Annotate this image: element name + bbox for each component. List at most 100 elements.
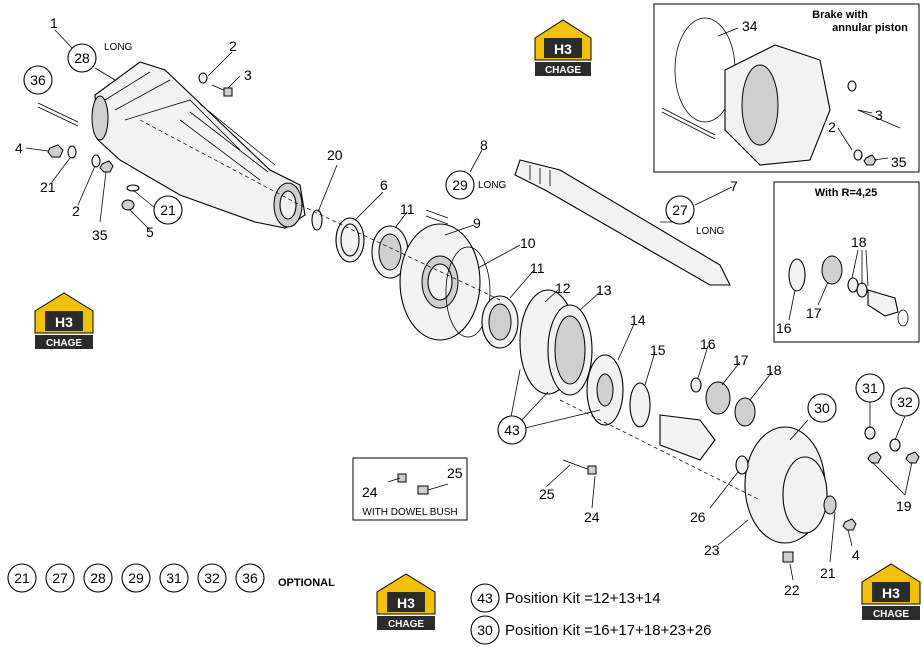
callout-21-left: 21	[40, 179, 56, 195]
leader-lines	[25, 29, 913, 581]
kit-text-1: Position Kit =16+17+18+23+26	[505, 622, 711, 639]
callout-21-right: 21	[820, 565, 836, 581]
inset-r425: With R=4,25	[773, 181, 920, 343]
callout-22: 22	[784, 582, 800, 598]
bolts-25	[562, 459, 597, 475]
kit-text-0: Position Kit =12+13+14	[505, 590, 661, 607]
callout-17-inset: 17	[806, 305, 822, 321]
washer-2-left	[91, 154, 101, 168]
wheel-hub-9	[399, 223, 481, 341]
stud-29	[425, 209, 449, 225]
callout-4-left: 4	[15, 140, 23, 156]
callout-32: 32	[897, 394, 913, 410]
callout-28: 28	[74, 50, 90, 66]
inset-brake: Brake with annular piston	[653, 3, 920, 173]
axle-shaft-7	[514, 159, 731, 286]
kit-ref-1: 30	[477, 622, 493, 638]
bolt-36	[37, 102, 79, 127]
callout-10: 10	[520, 235, 536, 251]
callout-labels: 1 2 3 4 21 2 35 5 20 6 11 8 9 10 11 12 1…	[15, 15, 912, 598]
callout-27: 27	[672, 202, 688, 218]
svg-text:H3: H3	[554, 41, 572, 57]
plug-22	[782, 551, 794, 563]
inset-dowel-label: WITH DOWEL BUSH	[362, 507, 457, 518]
callout-20: 20	[327, 147, 343, 163]
callout-6: 6	[380, 177, 388, 193]
ring-gear-13	[519, 289, 593, 396]
circled-callouts: 28 36 21 29 27 43 30 31 32	[23, 43, 920, 445]
svg-text:H3: H3	[882, 585, 900, 601]
nut-4	[47, 144, 64, 158]
oring-21	[126, 184, 140, 192]
optional-ref-6: 36	[242, 570, 258, 586]
callout-1: 1	[50, 15, 58, 31]
callout-24-inset: 24	[362, 484, 378, 500]
gear-carrier-14	[586, 354, 624, 426]
callout-2-inset: 2	[828, 119, 836, 135]
bearing-11-inner	[481, 295, 519, 349]
callout-3-inset: 3	[875, 107, 883, 123]
callout-12: 12	[555, 280, 571, 296]
brand-logo-bottom: H3 CHAGE	[376, 573, 436, 630]
svg-text:H3: H3	[55, 314, 73, 330]
svg-text:CHAGE: CHAGE	[388, 619, 424, 630]
optional-ref-0: 21	[14, 570, 30, 586]
optional-label: OPTIONAL	[278, 577, 335, 589]
callout-11-bottom: 11	[530, 260, 545, 276]
callout-25-inset: 25	[447, 465, 463, 481]
callout-43: 43	[504, 422, 520, 438]
nut-4-right	[842, 518, 857, 531]
callout-16: 16	[700, 336, 716, 352]
kit-legend: 43 Position Kit =12+13+14 30 Position Ki…	[470, 583, 711, 645]
disc-15	[629, 382, 651, 428]
callout-15: 15	[650, 342, 666, 358]
callout-35-inset: 35	[891, 154, 907, 170]
inset-brake-title-2: annular piston	[832, 22, 908, 34]
callout-31: 31	[862, 380, 878, 396]
oring-10	[445, 246, 491, 338]
callout-8: 8	[480, 137, 488, 153]
callout-34: 34	[742, 18, 758, 34]
optional-ref-1: 27	[52, 570, 68, 586]
callout-5: 5	[146, 224, 154, 240]
seal-6	[335, 217, 365, 263]
callout-18: 18	[766, 362, 782, 378]
svg-text:CHAGE: CHAGE	[873, 609, 909, 620]
callout-7: 7	[730, 178, 738, 194]
brand-logo-top: H3 CHAGE	[534, 19, 592, 76]
brand-logo-right: H3 CHAGE	[861, 563, 921, 620]
washer-2-top	[198, 72, 208, 84]
callout-24: 24	[584, 509, 600, 525]
inset-r-title: With R=4,25	[815, 187, 878, 199]
optional-legend: 21 27 28 29 31 32 36 OPTIONAL	[7, 563, 335, 593]
callout-3-top: 3	[244, 67, 252, 83]
callout-18-inset: 18	[851, 234, 867, 250]
circlip-16	[690, 377, 702, 393]
callout-19: 19	[896, 498, 912, 514]
seal-20	[311, 209, 323, 231]
pinion-17	[705, 381, 731, 415]
svg-text:H3: H3	[397, 595, 415, 611]
callout-17: 17	[733, 352, 749, 368]
callout-16-inset: 16	[776, 320, 792, 336]
note-long-29: LONG	[478, 180, 507, 191]
optional-ref-4: 31	[166, 570, 182, 586]
callout-25: 25	[539, 486, 555, 502]
nut-35	[99, 160, 114, 173]
optional-ref-3: 29	[128, 570, 144, 586]
washer-26	[735, 455, 749, 475]
callout-36: 36	[30, 72, 46, 88]
nuts-31-32-19	[864, 426, 920, 464]
kit-ref-0: 43	[477, 590, 493, 606]
callout-2-top: 2	[229, 38, 237, 54]
note-long-27: LONG	[696, 226, 725, 237]
callout-14: 14	[630, 312, 646, 328]
washer-21	[67, 145, 77, 159]
callout-26: 26	[690, 509, 706, 525]
optional-ref-2: 28	[90, 570, 106, 586]
inset-dowel: WITH DOWEL BUSH	[352, 457, 468, 521]
sun-shaft	[659, 414, 716, 461]
inset-brake-title-1: Brake with	[812, 9, 868, 21]
callout-13: 13	[596, 282, 612, 298]
